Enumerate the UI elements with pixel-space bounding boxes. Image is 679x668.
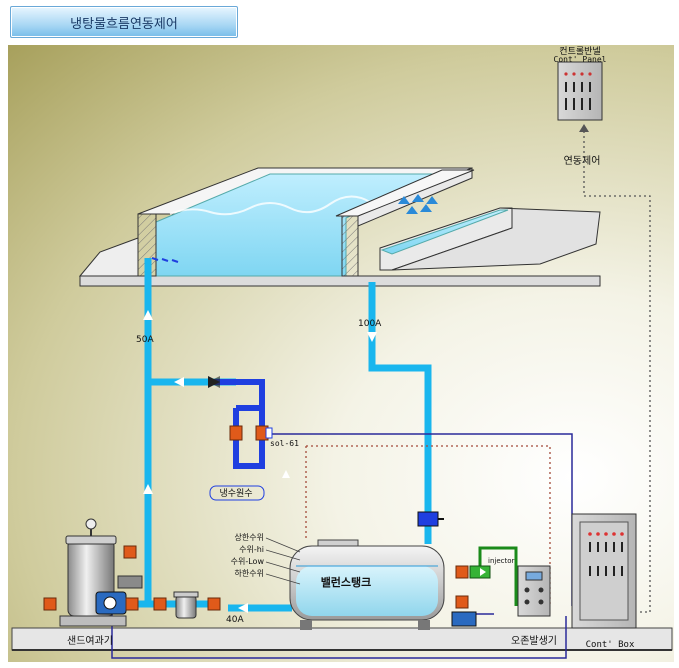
level-upper-label: 상한수위 <box>235 532 264 542</box>
pipe-50a-label: 50A <box>136 335 154 345</box>
ozone-generator-label: 오존발생기 <box>511 635 557 647</box>
supply-water-loop <box>214 379 265 469</box>
ozone-generator <box>451 565 551 627</box>
injector-label: injector <box>488 557 515 565</box>
supply-water-label-box <box>209 485 265 501</box>
pipe-40a-label: 40A <box>226 615 244 625</box>
cold-pool <box>78 167 601 287</box>
balance-tank <box>289 511 445 630</box>
level-low-label: 수위-Low <box>231 557 265 566</box>
level-sensor-leaders <box>265 537 301 585</box>
control-panel-label-en: Cont' Panel <box>554 55 607 64</box>
pipe-100a-label: 100A <box>358 319 382 329</box>
cont-panel-arrow <box>579 124 589 132</box>
solenoid-valve <box>255 425 273 441</box>
injector <box>469 546 518 606</box>
sand-filter <box>59 518 143 627</box>
check-valve-2 <box>208 376 220 388</box>
page-title-tab[interactable]: 냉탕물흐름연동제어 <box>10 6 238 38</box>
sand-filter-label: 샌드여과기 <box>67 635 113 647</box>
level-lower-label: 하한수위 <box>235 568 264 578</box>
solenoid-label: sol-61 <box>270 439 299 448</box>
cont-box-label: Cont' Box <box>586 640 635 650</box>
control-panel <box>557 61 603 121</box>
flow-arrows <box>143 310 377 613</box>
balance-tank-label: 밸런스탱크 <box>321 575 372 589</box>
interlock-control-label: 연동제어 <box>564 155 601 167</box>
supply-valve-left <box>229 425 243 441</box>
strainer <box>173 591 199 619</box>
cont-box-cabinet <box>571 513 637 629</box>
floor-slab <box>11 627 673 651</box>
page-title: 냉탕물흐름연동제어 <box>70 17 178 32</box>
control-panel-label-ko: 컨트롤반넬 <box>559 45 600 57</box>
signal-dotted-lines <box>305 445 551 606</box>
pipe-valves <box>43 545 469 611</box>
level-hi-label: 수위-hi <box>239 545 264 554</box>
supply-water-label: 냉수원수 <box>219 488 252 499</box>
cont-panel-dotted-link <box>583 126 651 613</box>
